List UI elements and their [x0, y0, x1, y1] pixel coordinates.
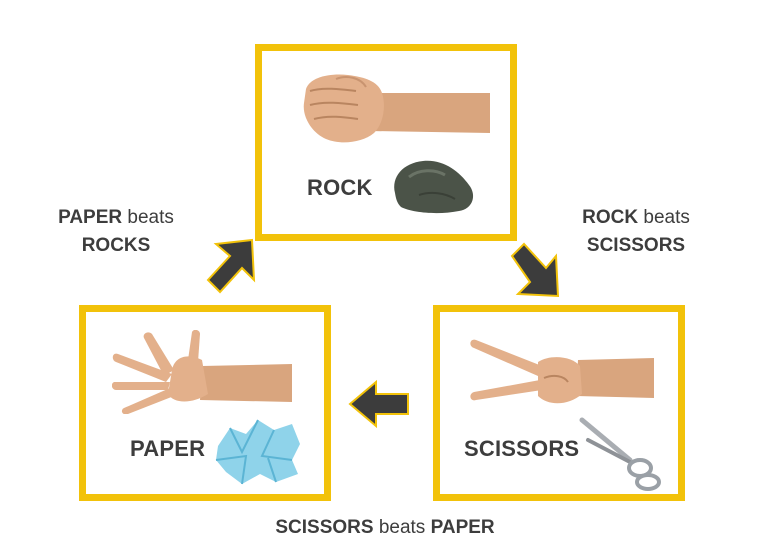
fist-icon: [300, 71, 490, 151]
scissors-card: SCISSORS: [433, 305, 685, 501]
rule-loser: SCISSORS: [586, 235, 686, 256]
v-sign-hand-icon: [468, 336, 658, 412]
rule-loser: ROCKS: [81, 235, 151, 256]
rule-rock-beats-scissors: ROCK beats SCISSORS: [556, 204, 716, 260]
rule-scissors-beats-paper: SCISSORS beats PAPER: [200, 514, 570, 542]
rule-paper-beats-rocks: PAPER beats ROCKS: [36, 204, 196, 260]
arrow-rock-to-scissors: [506, 240, 562, 302]
arrow-paper-to-rock: [204, 236, 260, 298]
rule-winner: SCISSORS: [275, 517, 374, 538]
rule-verb: beats: [378, 517, 426, 538]
rock-card: ROCK: [255, 44, 517, 241]
scissors-label: SCISSORS: [464, 436, 580, 461]
paper-card: PAPER: [79, 305, 331, 501]
crumpled-paper-icon: [212, 416, 304, 486]
paper-label: PAPER: [130, 436, 206, 461]
scissors-icon: [578, 414, 664, 492]
rule-verb: beats: [643, 207, 690, 228]
rule-winner: ROCK: [582, 207, 639, 228]
rock-stone-icon: [389, 157, 479, 215]
rule-loser: PAPER: [430, 517, 495, 538]
rule-winner: PAPER: [58, 207, 123, 228]
open-hand-icon: [112, 330, 302, 414]
rule-verb: beats: [127, 207, 174, 228]
rock-label: ROCK: [307, 175, 373, 200]
arrow-scissors-to-paper: [346, 378, 412, 430]
